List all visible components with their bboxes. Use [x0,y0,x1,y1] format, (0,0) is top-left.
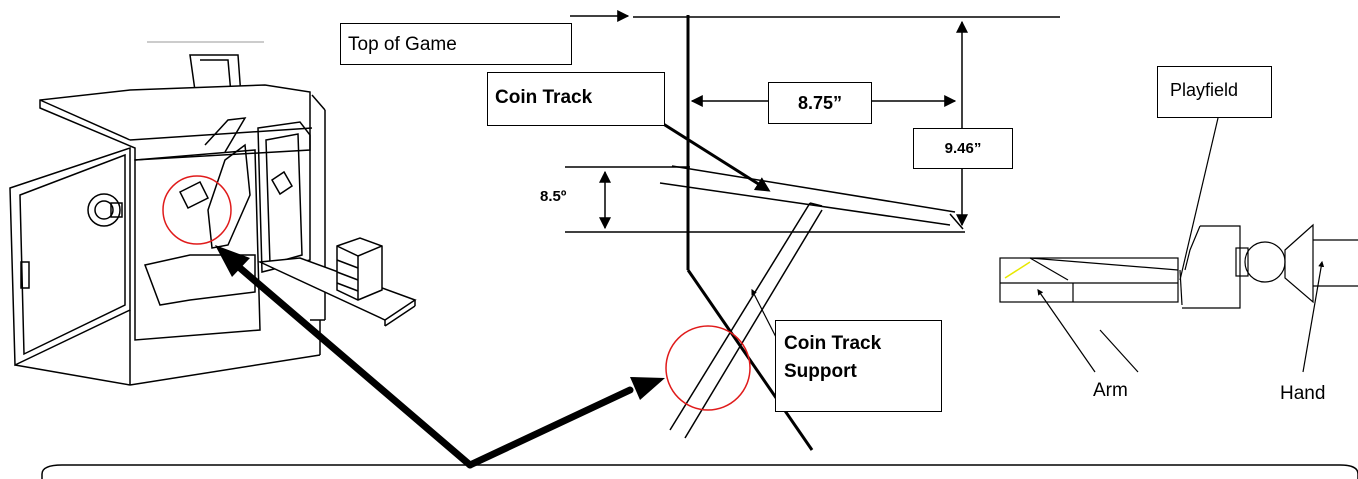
pointer-arrowhead-cabinet [215,245,250,277]
arm-text: Arm [1093,380,1128,401]
arm-label: Arm [1093,380,1128,402]
dim-horizontal-label: 8.75” [768,82,872,124]
dim-vertical-text: 9.46” [944,140,982,157]
pointer-arrowhead-support [630,377,665,400]
hand-label: Hand [1280,383,1325,405]
arm-hand-sketch [999,117,1358,373]
arm-accent-line [1004,261,1031,279]
top-of-game-label: Top of Game [340,23,572,65]
top-of-game-text: Top of Game [348,34,457,55]
coin-track-support-label: Coin Track Support [775,320,942,412]
coin-track-text: Coin Track [495,87,593,108]
coin-track-label: Coin Track [487,72,665,126]
coin-track-diagram [565,10,1060,451]
callout-bubble [41,464,1358,479]
angle-text: 8.5º [540,188,567,205]
angle-label: 8.5º [540,188,566,205]
hand-text: Hand [1280,383,1326,404]
cabinet-illustration [9,41,417,386]
support-highlight-circle [665,325,751,411]
dim-vertical-label: 9.46” [913,128,1013,169]
dim-horizontal-text: 8.75” [797,93,843,113]
callout-pointers [236,264,634,469]
coin-track-support-text-1: Coin Track [784,333,882,354]
cabinet-highlight-circle [162,175,232,245]
coin-track-support-text-2: Support [784,361,857,382]
playfield-text: Playfield [1170,80,1239,100]
playfield-label: Playfield [1157,66,1272,118]
